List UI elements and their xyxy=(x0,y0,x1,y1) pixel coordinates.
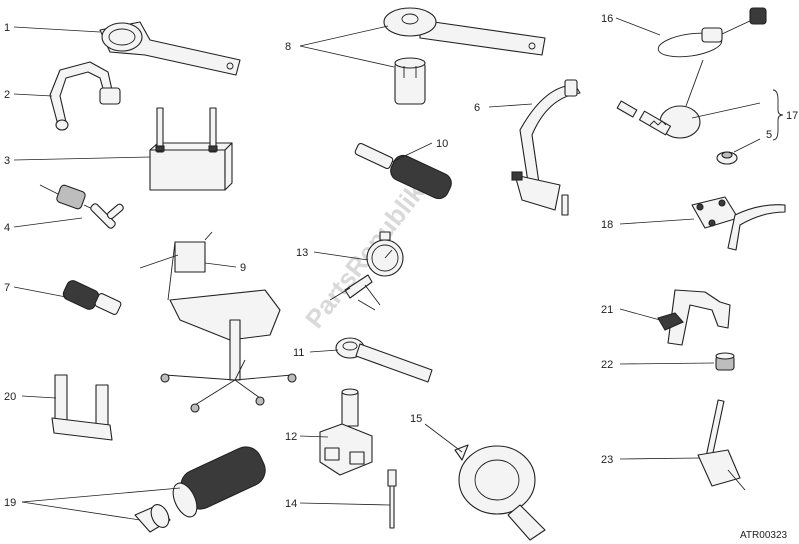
part-11-socket-spanner xyxy=(335,337,433,383)
callout-11: 11 xyxy=(293,347,304,359)
part-3-stud-plate xyxy=(149,107,233,191)
part-21-angle-bracket xyxy=(657,289,731,346)
part-4-t-handle-puller xyxy=(39,184,124,229)
callout-21: 21 xyxy=(601,304,613,316)
callout-3: 3 xyxy=(4,155,10,167)
part-6-curved-bracket xyxy=(511,79,581,216)
callout-6: 6 xyxy=(474,102,480,114)
part-16-strap-wrench xyxy=(657,7,767,58)
callout-10: 10 xyxy=(436,138,448,150)
callout-15: 15 xyxy=(410,413,422,425)
callout-23: 23 xyxy=(601,454,613,466)
callout-17: 17 xyxy=(786,110,798,122)
part-15-toothed-ring-tool xyxy=(454,444,546,541)
callout-9: 9 xyxy=(240,262,246,274)
callout-1: 1 xyxy=(4,22,10,34)
callout-2: 2 xyxy=(4,89,10,101)
callout-20: 20 xyxy=(4,391,16,403)
part-18-fork-tool xyxy=(691,196,786,251)
callout-7: 7 xyxy=(4,282,10,294)
part-9-engine-stand xyxy=(139,231,297,413)
callout-8: 8 xyxy=(285,41,291,53)
part-2-bent-hook xyxy=(49,61,121,131)
part-1-ring-spanner xyxy=(99,21,241,76)
drawing-code: ATR00323 xyxy=(740,530,788,541)
part-19-sleeve-and-cap xyxy=(134,446,266,533)
part-12-holder-block xyxy=(319,388,373,476)
callout-19: 19 xyxy=(4,497,16,509)
part-10-handle-tool xyxy=(354,142,452,200)
part-5-washer xyxy=(716,151,738,165)
part-22-small-bush xyxy=(715,352,735,371)
watermark: PartsRepublik xyxy=(299,177,431,334)
part-20-u-bracket xyxy=(51,374,113,441)
callout-12: 12 xyxy=(285,431,297,443)
callout-22: 22 xyxy=(601,359,613,371)
part-17-puller-assembly xyxy=(616,59,704,139)
part-13-dial-gauge xyxy=(329,231,404,311)
callout-14: 14 xyxy=(285,498,297,510)
part-14-pin xyxy=(387,469,397,529)
part-23-lever-tool xyxy=(697,399,746,491)
callout-16: 16 xyxy=(601,13,613,25)
callout-4: 4 xyxy=(4,222,10,234)
callout-5: 5 xyxy=(766,129,772,141)
part-7-knurled-drift xyxy=(62,280,122,315)
part-8-pin-spanner-and-socket xyxy=(383,7,546,105)
callout-18: 18 xyxy=(601,219,613,231)
callout-13: 13 xyxy=(296,247,308,259)
